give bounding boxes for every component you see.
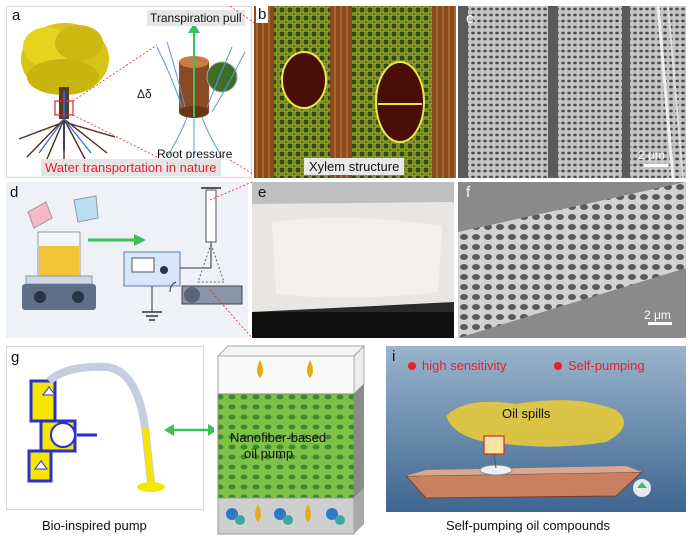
pump-text-line2: oil pump — [244, 446, 294, 461]
pump-text-line1: Nanofiber-based — [230, 430, 327, 445]
panel-g: g — [6, 346, 204, 510]
panel-i: i high sensitivity Self-pumping Oil spil… — [386, 346, 686, 512]
bio-pump-diagram — [27, 362, 165, 492]
panel-g-caption: Bio-inspired pump — [42, 518, 147, 533]
oil-pump-block — [216, 344, 366, 535]
panel-label-b: b — [256, 6, 269, 23]
panel-e: e — [252, 182, 454, 338]
feature-sensitivity: high sensitivity — [422, 358, 507, 373]
root-pressure-label: Root pressure — [157, 147, 233, 161]
panel-label-d: d — [10, 184, 19, 201]
porous-fiber-sem — [458, 182, 686, 338]
panel-i-caption: Self-pumping oil compounds — [446, 518, 611, 533]
panel-f-scale: 2 μm — [644, 308, 671, 322]
panel-label-c: c — [466, 10, 474, 27]
panel-label-i: i — [392, 348, 396, 365]
electrospinning-setup — [22, 187, 243, 321]
panel-c: c 2 μm — [458, 6, 686, 178]
oil-spill-scene — [386, 346, 686, 512]
double-arrow-icon — [164, 424, 218, 436]
panel-b: b Xylem structure — [254, 6, 456, 178]
panel-c-scale: 2 μm — [638, 148, 665, 162]
panel-label-g: g — [11, 349, 20, 366]
panel-f: f 2 μm — [458, 182, 686, 338]
transpiration-label: Transpiration pull — [147, 10, 245, 26]
panel-label-a: a — [12, 7, 21, 24]
xylem-micrograph — [254, 6, 456, 178]
panel-h: h Nanofiber-based oil pump — [214, 342, 366, 538]
feature-self-pumping: Self-pumping — [568, 358, 645, 373]
fiber-sem-image — [458, 6, 686, 178]
panel-a-caption: Water transportation in nature — [41, 159, 221, 176]
nanofiber-mat-photo — [252, 182, 454, 338]
panel-b-caption: Xylem structure — [304, 158, 405, 175]
panel-label-f: f — [466, 184, 471, 201]
panel-a: a Transpiration pull Δδ Root — [6, 6, 252, 178]
oil-spills-label: Oil spills — [502, 406, 551, 421]
panel-label-e: e — [258, 184, 267, 201]
delta-label: Δδ — [137, 87, 152, 101]
tree-illustration — [18, 23, 246, 163]
panel-d: d — [6, 182, 248, 338]
